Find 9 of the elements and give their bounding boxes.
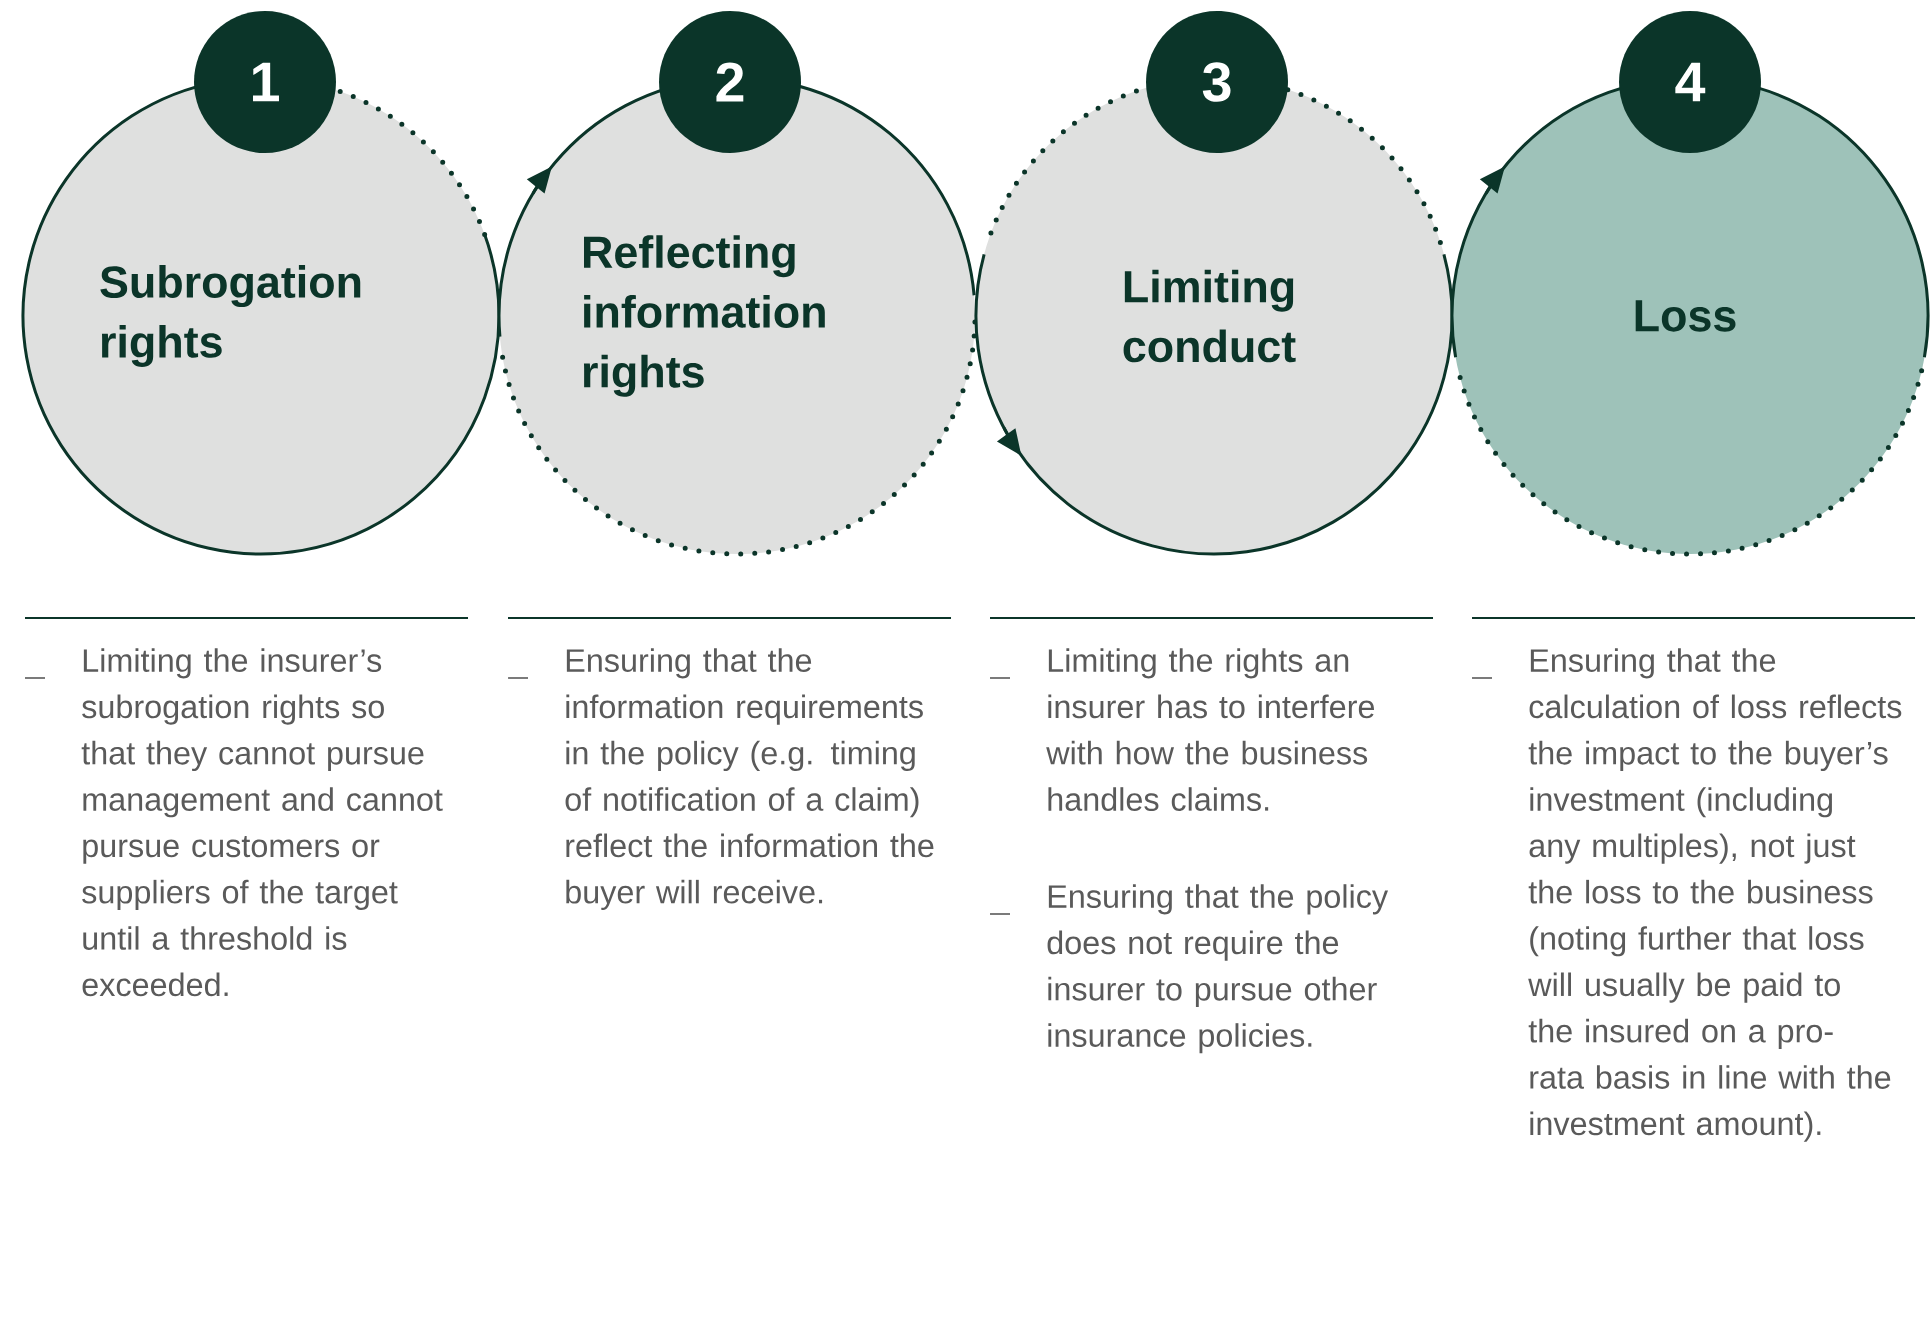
number-badge: 4 bbox=[1619, 11, 1761, 153]
bullet-text: Ensuring that the calculation of loss reflects the impact to the buyer’s investment (including any multiples), not just the loss to the business (noting further that loss will usually be paid to the insured on a pro-rata basis in line with the investment amount). bbox=[1528, 648, 1902, 1142]
bullet-text: Ensuring that the policy does not require the insurer to pursue other insurance policies. bbox=[1047, 884, 1389, 1054]
bullet-text: Limiting the insurer’s subrogation rights so that they cannot pursue management and cannot pursue customers or suppliers of the target until a threshold is exceeded. bbox=[81, 648, 443, 997]
bullet-text: Limiting the rights an insurer has to interfere with how the business handles claims. bbox=[1046, 648, 1375, 811]
number-badge: 2 bbox=[659, 11, 801, 153]
number-badge: 3 bbox=[1146, 11, 1288, 153]
bullet-text: Ensuring that the information requirements in the policy (e.g. timing of notification of a claim) reflect the information the buyer will receive. bbox=[565, 648, 934, 910]
number-badge: 1 bbox=[194, 11, 336, 153]
